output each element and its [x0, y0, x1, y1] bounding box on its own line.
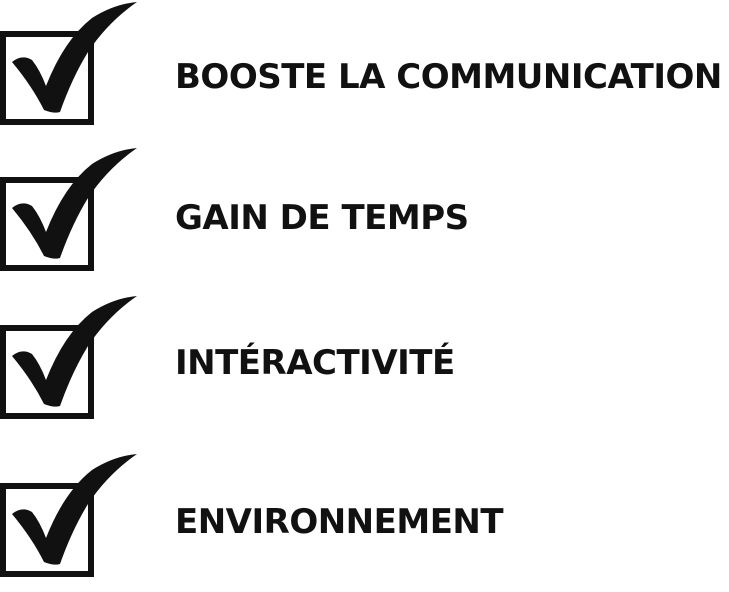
checklist-item: BOOSTE LA COMMUNICATION	[0, 0, 729, 140]
checklist-item: GAIN DE TEMPS	[0, 146, 729, 286]
checklist-item-label: INTÉRACTIVITÉ	[175, 343, 455, 383]
checklist-item-label: ENVIRONNEMENT	[175, 502, 504, 542]
checklist-item: ENVIRONNEMENT	[0, 452, 729, 592]
checklist-item-label: GAIN DE TEMPS	[175, 198, 469, 238]
checkbox-checked-icon	[0, 296, 137, 419]
checklist-item-label: BOOSTE LA COMMUNICATION	[175, 57, 722, 97]
checkbox-checked-icon	[0, 148, 137, 271]
checkbox-checked-icon	[0, 454, 137, 577]
checklist-item: INTÉRACTIVITÉ	[0, 294, 729, 434]
checkbox-checked-icon	[0, 2, 137, 125]
